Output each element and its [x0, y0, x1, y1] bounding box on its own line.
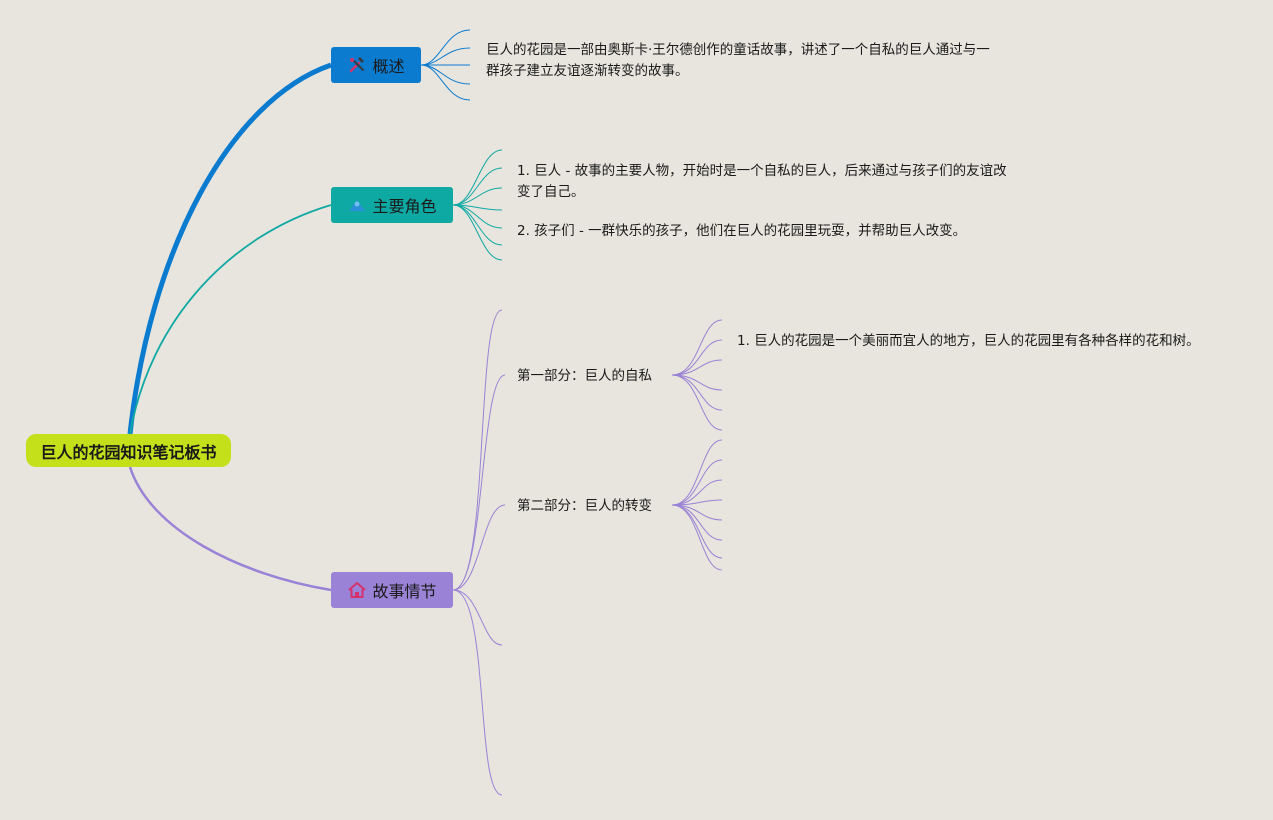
branch-characters[interactable]: 主要角色: [331, 187, 453, 223]
people-icon: [347, 195, 367, 215]
branch-plot[interactable]: 故事情节: [331, 572, 453, 608]
root-label: 巨人的花园知识笔记板书: [40, 442, 217, 462]
house-icon: [347, 580, 367, 600]
character-item-giant: 1. 巨人 - 故事的主要人物，开始时是一个自私的巨人，后来通过与孩子们的友谊改…: [517, 163, 1007, 200]
plot-part-1-item: 1. 巨人的花园是一个美丽而宜人的地方，巨人的花园里有各种各样的花和树。: [737, 333, 1200, 349]
overview-text: 巨人的花园是一部由奥斯卡·王尔德创作的童话故事，讲述了一个自私的巨人通过与一群孩…: [486, 42, 990, 79]
fan-plot: [452, 309, 506, 796]
link-root-plot: [128, 466, 332, 592]
branch-plot-label: 故事情节: [372, 582, 437, 601]
branch-characters-label: 主要角色: [372, 197, 437, 216]
fan-overview: [420, 29, 471, 101]
fan-part1: [671, 319, 723, 431]
plot-part-2-label[interactable]: 第二部分：巨人的转变: [517, 498, 652, 514]
link-root-overview: [127, 62, 332, 435]
link-root-characters: [129, 204, 332, 435]
branch-overview-label: 概述: [372, 57, 405, 76]
root-node[interactable]: 巨人的花园知识笔记板书: [26, 434, 231, 467]
branch-overview[interactable]: 概述: [331, 47, 421, 83]
fan-part2: [671, 439, 723, 571]
fan-characters: [452, 149, 503, 261]
plot-part-1-label[interactable]: 第一部分：巨人的自私: [517, 368, 652, 384]
character-item-children: 2. 孩子们 - 一群快乐的孩子，他们在巨人的花园里玩耍，并帮助巨人改变。: [517, 223, 967, 239]
tools-icon: [347, 55, 367, 75]
